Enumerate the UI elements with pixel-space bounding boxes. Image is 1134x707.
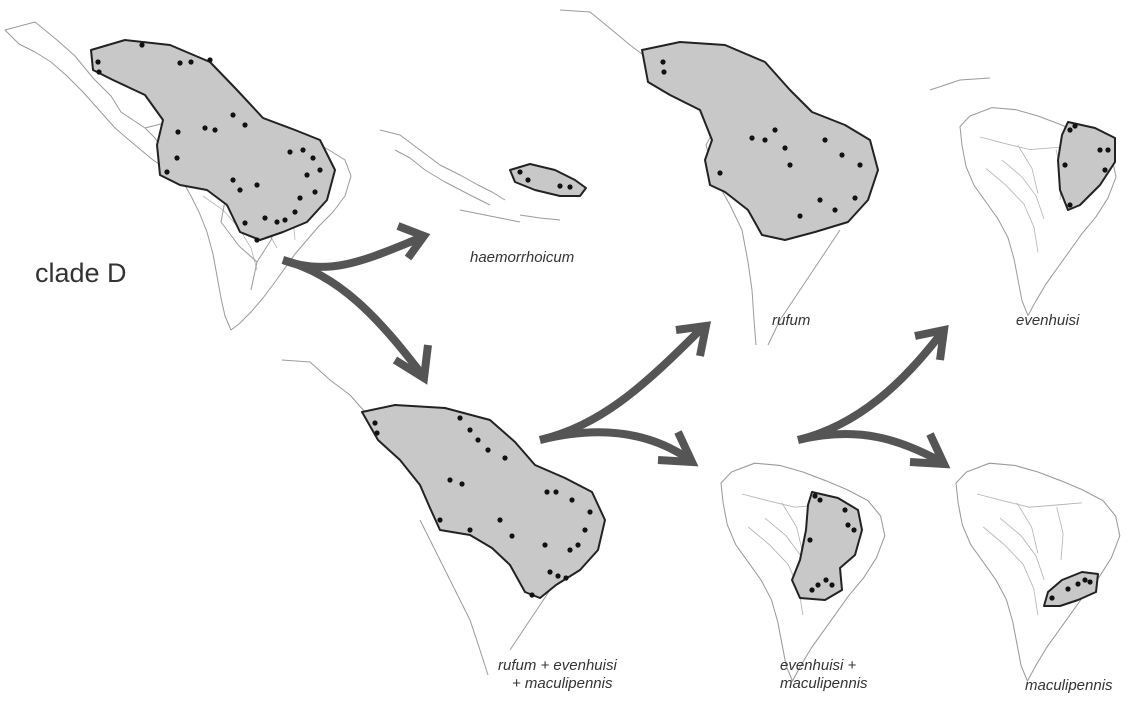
arrow-clade-d-to-haemorrhoicum [281, 222, 431, 271]
arrow-ancestral-to-evenhuisi-maculipennis [539, 428, 699, 467]
label-rufum: rufum [772, 312, 811, 329]
dots-rufum-evenhuisi-maculipennis [372, 415, 593, 598]
arrow-evenhuisi-maculipennis-to-evenhuisi [797, 324, 949, 444]
map-evenhuisi-maculipennis [721, 463, 885, 681]
basemap-maculipennis [956, 463, 1120, 681]
map-maculipennis [956, 463, 1120, 681]
clade-title: clade D [35, 258, 127, 288]
coast-fragment-evenhuisi [929, 77, 991, 91]
label-ancestral-line2: + maculipennis [512, 675, 613, 692]
label-maculipennis: maculipennis [1025, 677, 1113, 694]
label-ancestral-line1: rufum + evenhuisi [498, 657, 617, 674]
arrow-ancestral-to-rufum [539, 321, 712, 444]
range-clade-d [90, 39, 336, 241]
dots-rufum [660, 59, 863, 219]
range-evenhuisi-maculipennis [791, 491, 863, 601]
label-evenhuisi-maculipennis-line2: maculipennis [780, 675, 868, 692]
dots-evenhuisi-maculipennis [807, 493, 857, 593]
map-rufum [559, 9, 879, 346]
label-evenhuisi-maculipennis-line1: evenhuisi + [780, 657, 857, 674]
map-evenhuisi [929, 77, 1116, 316]
label-haemorrhoicum: haemorrhoicum [470, 249, 575, 266]
arrow-evenhuisi-maculipennis-to-maculipennis [797, 430, 951, 469]
range-haemorrhoicum [509, 163, 587, 197]
map-rufum-evenhuisi-maculipennis [281, 359, 606, 676]
map-clade-d [5, 22, 351, 330]
map-haemorrhoicum [379, 129, 587, 223]
basemap-haemorrhoicum [379, 129, 561, 223]
range-rufum [641, 41, 879, 241]
range-evenhuisi [1057, 121, 1116, 211]
arrow-clade-d-to-ancestral [281, 256, 432, 385]
dots-maculipennis [1049, 577, 1093, 601]
range-maculipennis [1043, 571, 1099, 607]
range-rufum-evenhuisi-maculipennis [361, 404, 606, 599]
dots-evenhuisi [1062, 123, 1111, 208]
label-evenhuisi: evenhuisi [1016, 312, 1080, 329]
dots-haemorrhoicum [517, 169, 573, 190]
dots-clade-d [95, 42, 323, 243]
